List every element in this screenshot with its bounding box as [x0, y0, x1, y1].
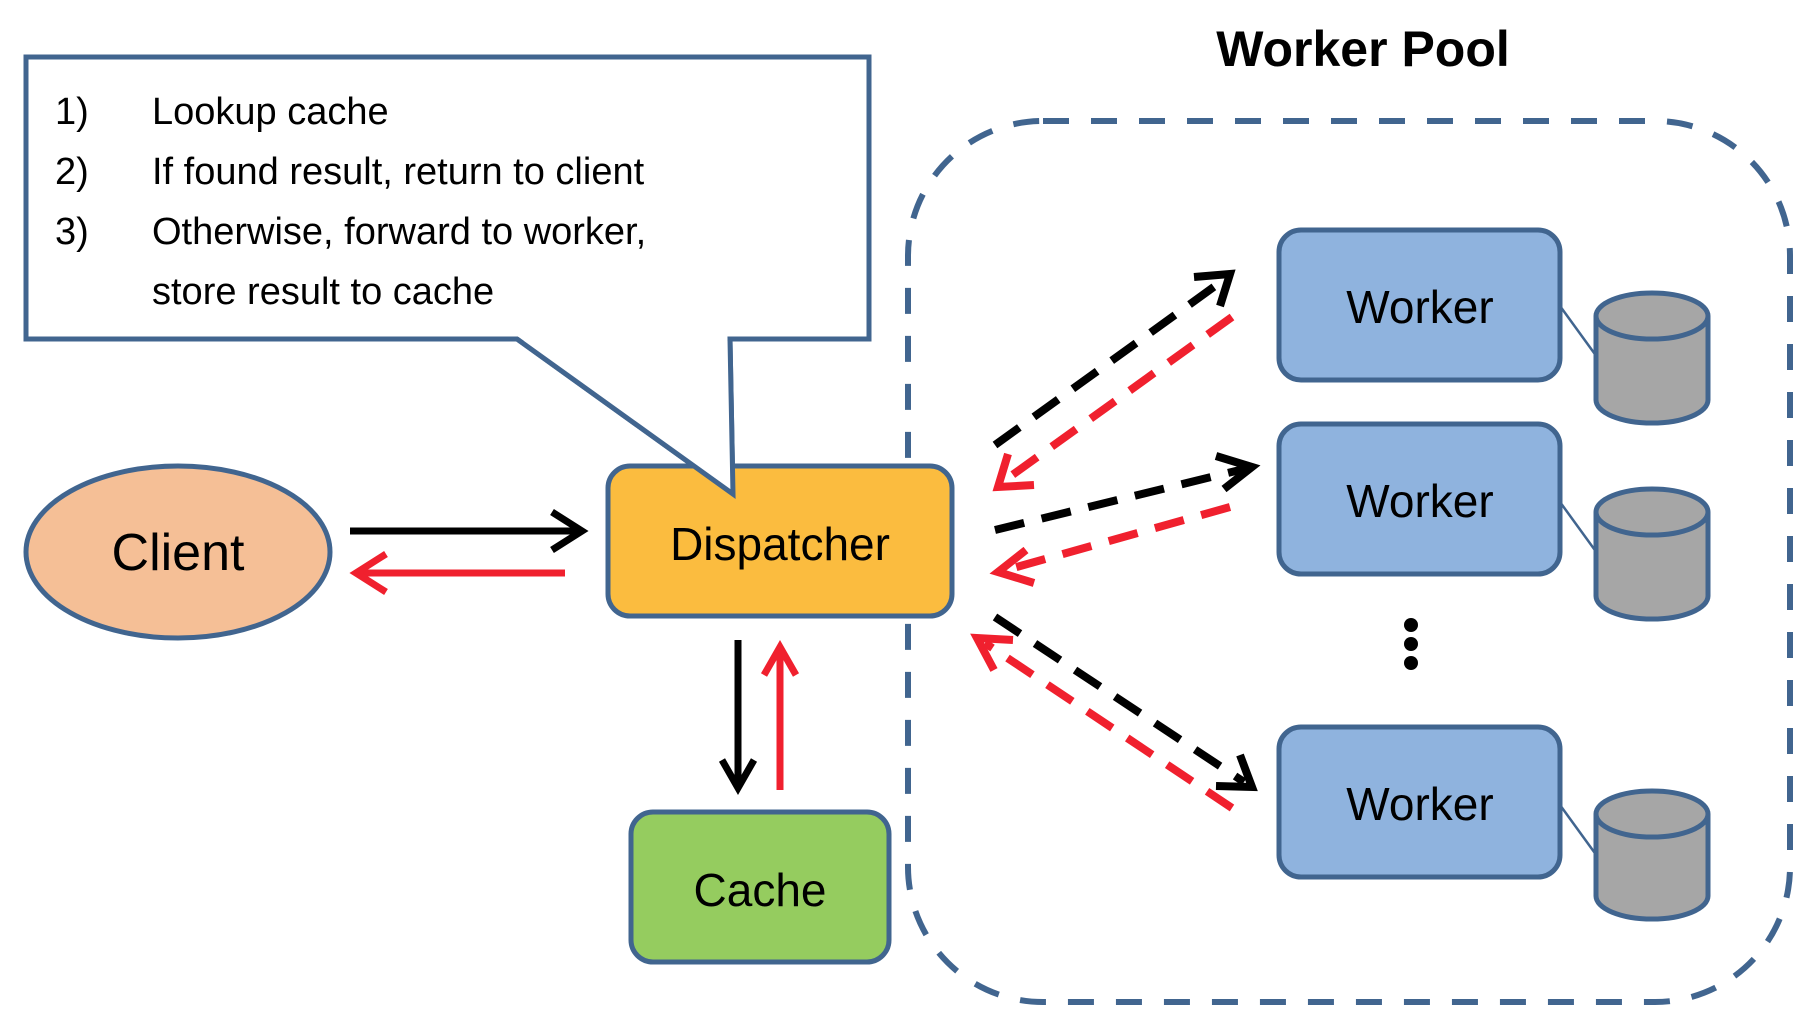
- worker-node-1[interactable]: Worker: [1276, 227, 1563, 383]
- database-icon: [1593, 486, 1711, 622]
- step-1-text: Lookup cache: [152, 91, 389, 133]
- cache-node[interactable]: Cache: [628, 809, 892, 965]
- callout-tail-edge: [515, 336, 736, 499]
- callout-steps: 1) Lookup cache 2) If found result, retu…: [55, 91, 646, 313]
- dispatcher-worker-arrows: [970, 269, 1261, 812]
- dispatcher-box: [605, 463, 955, 619]
- worker-box: [1276, 227, 1563, 383]
- response-arrowhead-worker-2: [989, 546, 1036, 587]
- worker-node-3[interactable]: Worker: [1276, 724, 1563, 880]
- worker-db-link-3: [1558, 804, 1599, 857]
- response-arrow-worker-3: [982, 639, 1235, 812]
- database-icon: [1593, 290, 1711, 426]
- client-node[interactable]: Client: [23, 463, 333, 641]
- database-icon: [1593, 788, 1711, 922]
- response-arrowhead-worker-3: [970, 633, 1014, 672]
- worker-db-link-1: [1558, 305, 1599, 358]
- request-arrowhead: [550, 509, 589, 553]
- worker-label: Worker: [1346, 778, 1493, 830]
- request-arrow-worker-2: [994, 465, 1245, 534]
- step-3-continuation: store result to cache: [152, 271, 494, 313]
- request-arrowhead-worker-2: [1214, 452, 1261, 493]
- worker-pool-title: Worker Pool: [1216, 21, 1510, 77]
- dispatcher-label: Dispatcher: [670, 518, 890, 570]
- cache-box: [628, 809, 892, 965]
- request-arrowhead-worker-1: [1193, 269, 1236, 308]
- dispatcher-cache-arrows: [718, 639, 800, 796]
- worker-label: Worker: [1346, 281, 1493, 333]
- client-label: Client: [112, 524, 245, 582]
- request-arrow-worker-1: [992, 277, 1225, 449]
- dispatcher-node[interactable]: Dispatcher: [605, 463, 955, 619]
- worker-box: [1276, 421, 1563, 577]
- worker-node-2[interactable]: Worker: [1276, 421, 1563, 577]
- request-arrow-worker-3: [992, 613, 1247, 786]
- ellipsis-more-workers: [1404, 618, 1418, 670]
- step-2-number: 2): [55, 151, 89, 193]
- client-ellipse: [23, 463, 333, 641]
- worker-box: [1276, 724, 1563, 880]
- response-arrow-worker-2: [1004, 503, 1232, 574]
- step-3-text: Otherwise, forward to worker,: [152, 211, 646, 253]
- response-arrowhead-worker-1: [992, 452, 1035, 492]
- step-3-number: 3): [55, 211, 89, 253]
- step-2-text: If found result, return to client: [152, 151, 645, 193]
- request-arrowhead-worker-3: [1215, 753, 1258, 792]
- worker-db-link-2: [1558, 501, 1599, 554]
- response-arrowhead: [349, 551, 388, 595]
- worker-label: Worker: [1346, 475, 1493, 527]
- request-arrowhead-down: [718, 758, 758, 796]
- response-arrowhead-up: [760, 639, 800, 677]
- response-arrow-worker-1: [1001, 313, 1235, 485]
- client-dispatcher-arrows: [349, 509, 589, 595]
- step-1-number: 1): [55, 91, 89, 133]
- cache-label: Cache: [694, 864, 827, 916]
- worker-pool-boundary: [905, 118, 1793, 1005]
